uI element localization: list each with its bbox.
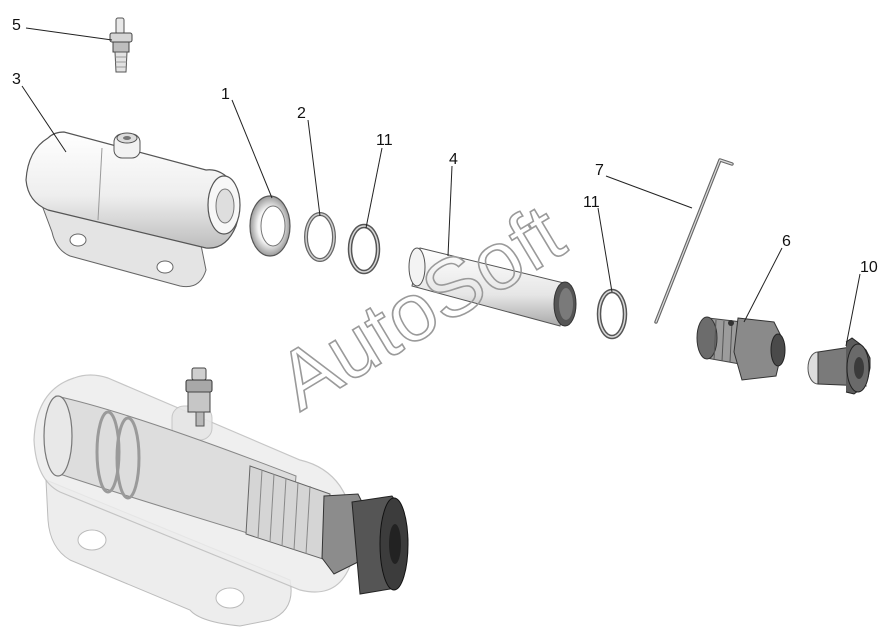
leader-4 bbox=[447, 165, 453, 257]
callout-3: 3 bbox=[12, 71, 21, 88]
leader-10 bbox=[845, 273, 861, 347]
part-5-grease-nipple bbox=[109, 17, 133, 73]
part-7-rod bbox=[654, 158, 734, 324]
leader-5 bbox=[25, 27, 113, 41]
part-10-knurled-nut bbox=[807, 337, 871, 395]
callout-11-upper: 11 bbox=[376, 132, 393, 149]
leader-6 bbox=[743, 247, 783, 323]
callout-7: 7 bbox=[595, 162, 604, 179]
callout-labels: 5 3 1 2 11 4 7 11 6 10 bbox=[12, 17, 878, 276]
callout-5: 5 bbox=[12, 17, 21, 34]
part-2-ring bbox=[304, 212, 336, 262]
callout-10: 10 bbox=[860, 259, 878, 276]
callout-1: 1 bbox=[221, 86, 230, 103]
leader-3 bbox=[21, 85, 67, 153]
callout-6: 6 bbox=[782, 233, 791, 250]
part-11-o-ring-upper bbox=[347, 223, 381, 275]
assembled-view bbox=[33, 367, 409, 627]
callout-11-lower: 11 bbox=[583, 194, 600, 211]
leader-11b bbox=[597, 207, 613, 293]
leader-7 bbox=[605, 175, 693, 209]
callout-2: 2 bbox=[297, 105, 306, 122]
part-4-pin bbox=[408, 247, 577, 327]
leader-lines bbox=[21, 27, 861, 347]
leader-1 bbox=[231, 99, 273, 199]
leader-11a bbox=[365, 147, 383, 229]
part-3-housing bbox=[25, 131, 241, 288]
leader-2 bbox=[307, 119, 321, 217]
part-11-o-ring-lower bbox=[596, 288, 628, 340]
part-1-bushing bbox=[249, 195, 291, 257]
callout-4: 4 bbox=[449, 151, 458, 168]
part-6-threaded-bushing bbox=[696, 316, 786, 381]
